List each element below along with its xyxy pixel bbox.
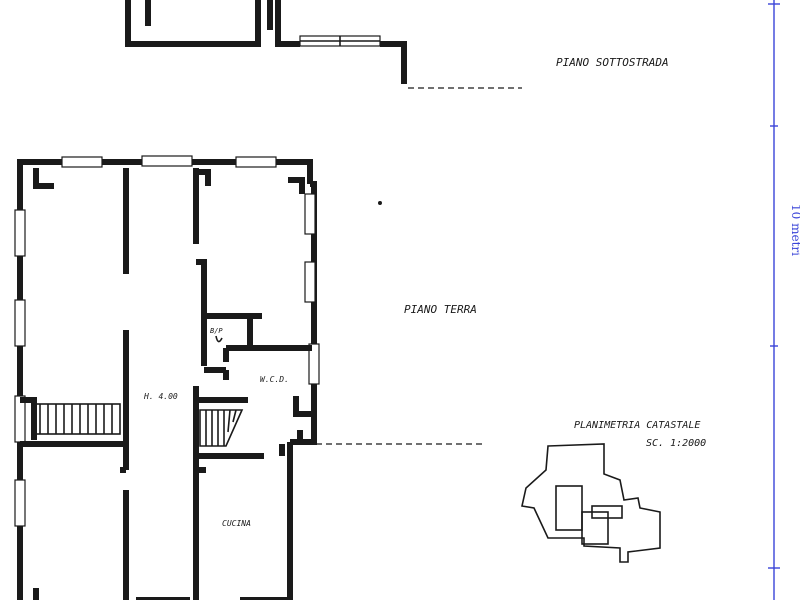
basement-walls: [125, 0, 407, 84]
right-wall-windows: [304, 193, 320, 385]
ground-floor-label: PIANO TERRA: [404, 303, 477, 316]
left-wall-windows: [14, 209, 26, 527]
entrance-door: [141, 155, 193, 167]
kitchen-label: CUCINA: [222, 519, 251, 528]
wc-label: W.C.D.: [260, 375, 289, 384]
bathroom-label: B/P: [210, 327, 223, 335]
stairs-right: [199, 409, 244, 447]
scale-bar: 10 metri: [768, 0, 800, 600]
top-wall-windows: [61, 156, 277, 168]
site-plan-title: PLANIMETRIA CATASTALE: [574, 420, 700, 431]
site-plan-scale: SC. 1:2000: [646, 438, 706, 449]
basement-label: PIANO SOTTOSTRADA: [556, 56, 669, 69]
mark-dot: [378, 201, 382, 205]
ground-floor-interior-walls: [20, 168, 312, 600]
stairs-left: [33, 403, 121, 435]
sink-fixture: [215, 335, 223, 343]
height-label: H. 4.00: [143, 392, 178, 401]
site-plan-outline: [521, 443, 661, 563]
scale-bar-label: 10 metri: [789, 204, 800, 256]
